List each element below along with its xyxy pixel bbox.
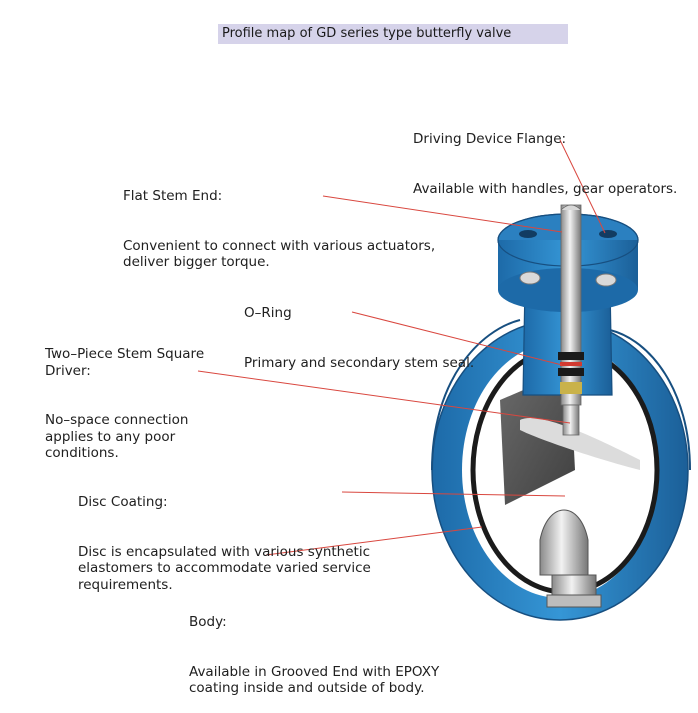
callout-heading: Two–Piece Stem Square Driver: xyxy=(45,346,205,379)
figure-title: Profile map of GD series type butterfly … xyxy=(218,24,568,44)
callout-body: Body: Available in Grooved End with EPOX… xyxy=(189,581,439,713)
callout-heading: O–Ring xyxy=(244,305,292,321)
callout-disc-coating: Disc Coating: Disc is encapsulated with … xyxy=(78,461,371,610)
callout-description: Available in Grooved End with EPOXY coat… xyxy=(189,663,440,697)
butterfly-valve-illustration xyxy=(431,204,691,621)
valve-stem xyxy=(558,204,584,436)
callout-heading: Driving Device Flange: xyxy=(413,131,567,147)
callout-description: Available with handles, gear operators. xyxy=(413,180,678,197)
callout-heading: Disc Coating: xyxy=(78,494,168,510)
callout-description: Convenient to connect with various actua… xyxy=(123,237,436,271)
callout-flat-stem-end: Flat Stem End: Convenient to connect wit… xyxy=(123,155,435,287)
callout-description: Disc is encapsulated with various synthe… xyxy=(78,543,371,593)
callout-heading: Body: xyxy=(189,614,227,630)
callout-heading: Flat Stem End: xyxy=(123,188,223,204)
valve-bottom-plug xyxy=(546,574,602,608)
callout-driving-device-flange: Driving Device Flange: Available with ha… xyxy=(413,98,677,214)
callout-description: No–space connection applies to any poor … xyxy=(45,412,189,461)
callout-two-piece-stem-driver: Two–Piece Stem Square Driver: No–space c… xyxy=(45,313,204,478)
callout-o-ring: O–Ring Primary and secondary stem seal. xyxy=(244,272,474,388)
callout-description: Primary and secondary stem seal. xyxy=(244,354,475,371)
